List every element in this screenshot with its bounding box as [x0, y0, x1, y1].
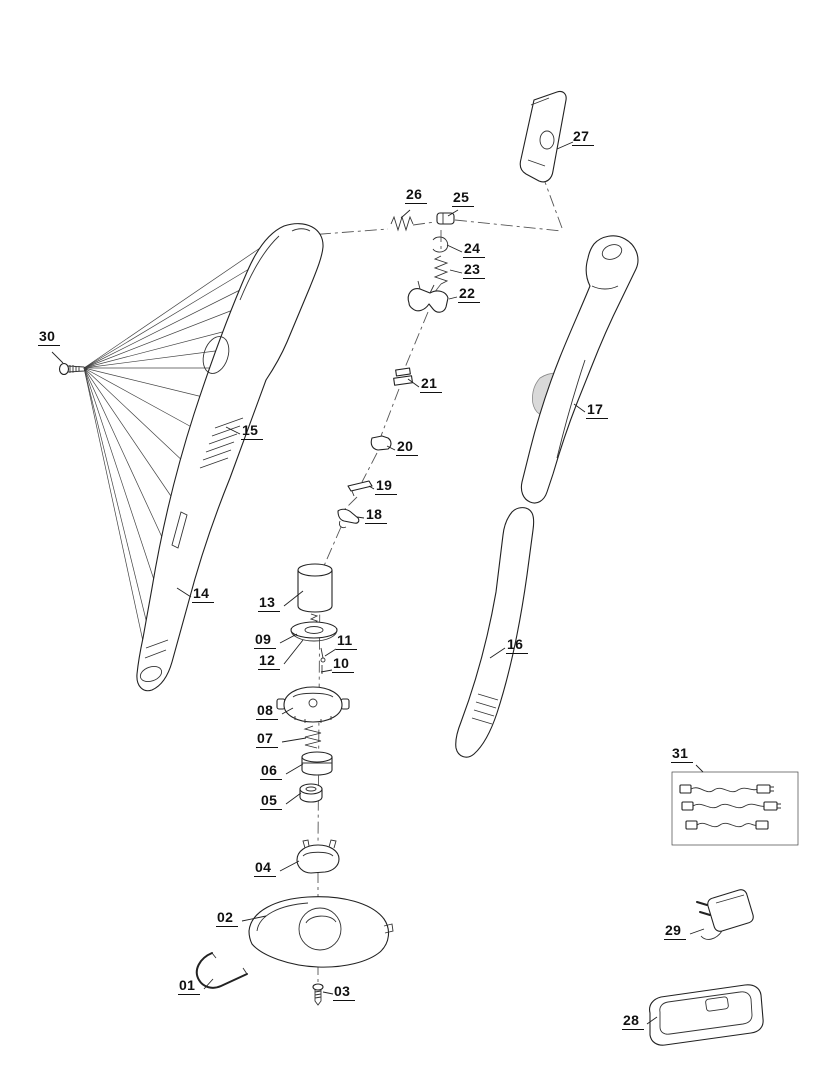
part-label-09: 09: [254, 632, 277, 649]
part-label-04: 04: [254, 860, 277, 877]
spool-assembly-drawing: [276, 563, 350, 874]
part-label-06: 06: [260, 763, 283, 780]
left-housing-drawing: [136, 223, 324, 692]
part-label-21: 21: [420, 376, 443, 393]
part-label-11: 11: [336, 633, 358, 650]
part-label-15: 15: [241, 423, 264, 440]
part-label-28: 28: [622, 1013, 645, 1030]
small-parts-18-26-drawing: [337, 212, 455, 529]
cable-set-31-drawing: [671, 771, 799, 846]
charger-28-drawing: [649, 984, 764, 1046]
screw-fan-lines: [83, 245, 264, 661]
part-label-14: 14: [192, 586, 215, 603]
part-label-10: 10: [332, 656, 355, 673]
part-label-19: 19: [375, 478, 398, 495]
part-label-24: 24: [463, 241, 486, 258]
part-label-18: 18: [365, 507, 388, 524]
part-label-12: 12: [258, 653, 281, 670]
screw-30-drawing: [58, 362, 88, 376]
upper-handle-17-drawing: [520, 235, 639, 504]
leader-lines: [51, 141, 705, 1025]
part-label-07: 07: [256, 731, 279, 748]
part-label-05: 05: [260, 793, 283, 810]
part-label-22: 22: [458, 286, 481, 303]
guard-assembly-drawing: [195, 896, 394, 1006]
part-label-16: 16: [506, 637, 529, 654]
grip-27-drawing: [519, 90, 567, 183]
part-label-13: 13: [258, 595, 281, 612]
part-label-08: 08: [256, 703, 279, 720]
part-label-31: 31: [671, 746, 694, 763]
part-label-26: 26: [405, 187, 428, 204]
part-label-25: 25: [452, 190, 475, 207]
part-label-23: 23: [463, 262, 486, 279]
part-label-03: 03: [333, 984, 356, 1001]
part-label-02: 02: [216, 910, 239, 927]
part-label-29: 29: [664, 923, 687, 940]
part-label-17: 17: [586, 402, 609, 419]
adapter-29-drawing: [696, 889, 754, 940]
part-label-01: 01: [178, 978, 201, 995]
part-label-30: 30: [38, 329, 61, 346]
part-label-27: 27: [572, 129, 595, 146]
lower-shaft-16-drawing: [455, 507, 535, 758]
part-label-20: 20: [396, 439, 419, 456]
